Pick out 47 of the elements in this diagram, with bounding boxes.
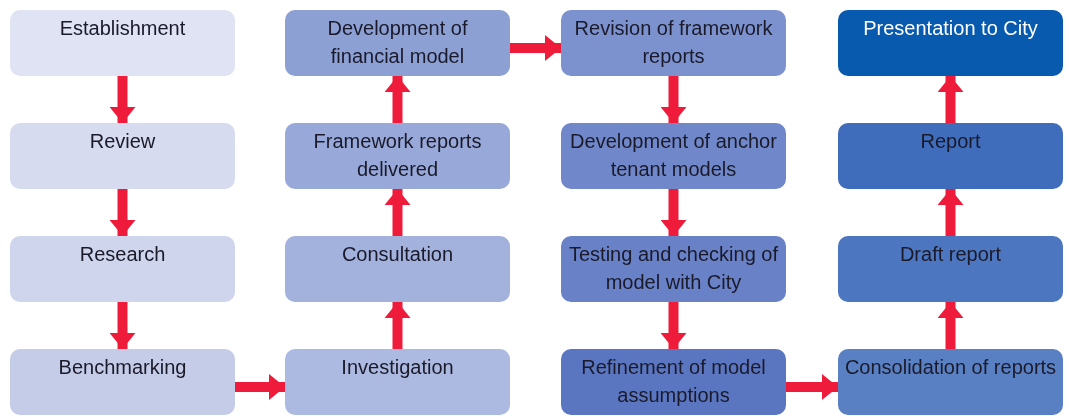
arrow <box>384 189 411 236</box>
arrow <box>109 302 136 349</box>
process-box <box>10 349 235 415</box>
step-label: Development of financial model <box>326 16 469 69</box>
process-box <box>838 10 1063 76</box>
arrow <box>937 302 964 349</box>
step-label: Consolidation of reports <box>844 355 1057 380</box>
process-box <box>561 236 786 302</box>
arrow <box>109 76 136 123</box>
step-label: Investigation <box>340 355 455 380</box>
step-label: Refinement of model assumptions <box>580 355 767 408</box>
arrow <box>786 374 838 400</box>
step-label: Consultation <box>340 242 455 267</box>
arrow <box>660 76 687 123</box>
arrow <box>660 189 687 236</box>
step-label: Framework reports delivered <box>312 129 483 182</box>
arrow <box>510 35 561 61</box>
step-label: Benchmarking <box>57 355 188 380</box>
process-box <box>285 349 510 415</box>
step-label: Report <box>919 129 982 154</box>
step-label: Establishment <box>58 16 187 41</box>
step-label: Review <box>88 129 157 154</box>
step-label: Draft report <box>898 242 1003 267</box>
step-label: Testing and checking of model with City <box>568 242 779 295</box>
process-box <box>10 123 235 189</box>
arrow <box>384 76 411 123</box>
process-box <box>10 10 235 76</box>
process-box <box>838 123 1063 189</box>
process-box <box>838 349 1063 415</box>
arrow <box>937 76 964 123</box>
arrow <box>660 302 687 349</box>
process-box <box>285 123 510 189</box>
arrow <box>937 189 964 236</box>
process-box <box>10 236 235 302</box>
process-box <box>285 10 510 76</box>
process-box <box>561 123 786 189</box>
process-box <box>838 236 1063 302</box>
process-box <box>561 10 786 76</box>
process-box <box>561 349 786 415</box>
step-label: Development of anchor tenant models <box>569 129 778 182</box>
step-label: Revision of framework reports <box>573 16 774 69</box>
arrow <box>235 374 285 400</box>
process-box <box>285 236 510 302</box>
step-label: Research <box>78 242 167 267</box>
arrow <box>109 189 136 236</box>
arrow <box>384 302 411 349</box>
step-label: Presentation to City <box>862 16 1039 41</box>
